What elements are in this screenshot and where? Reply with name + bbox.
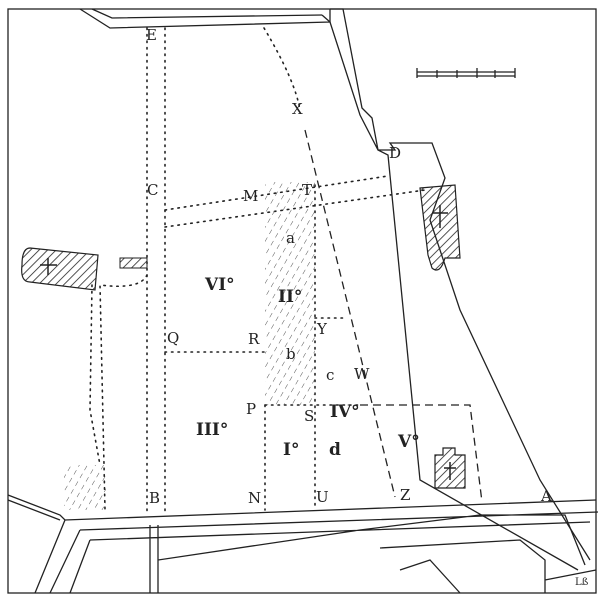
- right-road: [321, 8, 591, 571]
- zone-VI: VI°: [204, 275, 235, 295]
- zone-b: b: [286, 345, 296, 363]
- point-B: B: [149, 489, 160, 507]
- point-P: P: [246, 400, 256, 418]
- top-road: [79, 8, 331, 29]
- church-west-icon: [21, 247, 99, 291]
- small-building: [119, 257, 148, 269]
- hatched-square: [64, 465, 106, 510]
- point-R: R: [248, 330, 260, 348]
- zone-V: V°: [397, 432, 420, 452]
- line-E-B: [146, 27, 166, 513]
- church-east-icon: [419, 184, 461, 271]
- zone-IV: IV°: [330, 402, 360, 422]
- zone-I: I°: [283, 440, 299, 460]
- point-Z: Z: [400, 486, 410, 504]
- point-T: T: [302, 181, 312, 199]
- zone-III: III°: [196, 420, 228, 440]
- scale-bar: [416, 68, 516, 78]
- point-A: A: [540, 487, 552, 505]
- zone-d: d: [329, 440, 341, 460]
- line-X-north: [263, 27, 301, 111]
- bottom-road: [7, 494, 599, 594]
- point-D: D: [389, 144, 401, 162]
- excavated-area: [265, 182, 315, 405]
- point-W: W: [354, 365, 370, 383]
- point-U: U: [316, 488, 329, 506]
- zone-II: II°: [278, 287, 302, 307]
- point-N: N: [248, 489, 261, 507]
- point-Y: Y: [316, 320, 328, 338]
- church-south-icon: [434, 447, 466, 489]
- map-frame: [7, 8, 597, 594]
- artist-signature: Lß: [575, 577, 589, 588]
- point-S: S: [304, 407, 314, 425]
- line-west-path: [89, 274, 148, 511]
- zone-a: a: [286, 229, 295, 247]
- line-X-Z: [304, 129, 396, 498]
- point-M: M: [243, 187, 258, 205]
- zone-V-boundary: [360, 404, 483, 503]
- point-Q: Q: [167, 329, 179, 347]
- point-E: E: [146, 26, 157, 44]
- zone-c: c: [326, 366, 334, 384]
- point-C: C: [147, 181, 158, 199]
- point-X: X: [292, 100, 303, 118]
